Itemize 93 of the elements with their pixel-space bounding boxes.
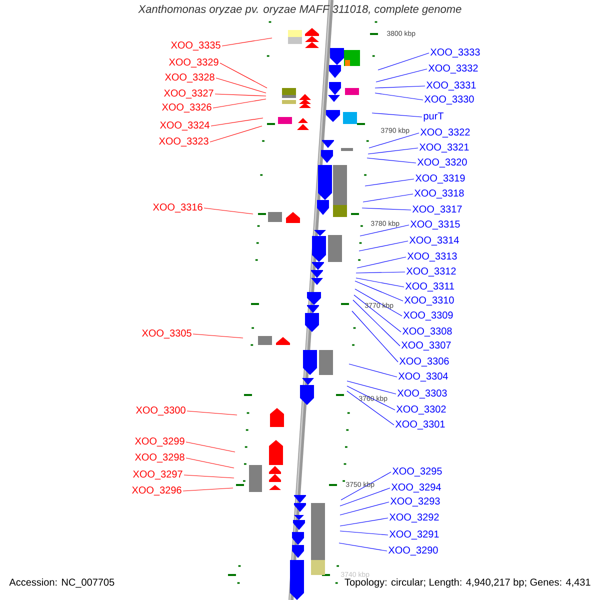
leader-line xyxy=(346,380,396,394)
leader-line xyxy=(354,280,404,302)
leader-line xyxy=(358,240,408,252)
leader-line xyxy=(216,78,266,94)
gene-label: XOO_3293 xyxy=(390,498,440,506)
leader-line xyxy=(346,386,396,410)
gene-label: XOO_3304 xyxy=(398,372,448,382)
leader-line xyxy=(356,278,404,288)
gene-label: XOO_3326 xyxy=(162,104,212,112)
leader-line xyxy=(368,148,418,154)
gene-label: XOO_3294 xyxy=(391,484,441,492)
gene-label: XOO_3292 xyxy=(389,514,439,522)
leader-line xyxy=(362,194,414,202)
footer-text: Topology: circular; Length: 4,940,217 bp; Genes: 4,431 xyxy=(344,578,590,588)
leader-line xyxy=(192,334,244,338)
gene-label: XOO_3316 xyxy=(152,204,202,212)
gene-label: XOO_3332 xyxy=(428,64,478,74)
leader-line xyxy=(184,474,234,478)
leader-line xyxy=(374,92,424,100)
leader-line xyxy=(376,68,428,82)
leader-line xyxy=(212,98,266,108)
gene-label: XOO_3303 xyxy=(397,390,447,398)
gene-label: XOO_3322 xyxy=(420,128,470,138)
leader-line xyxy=(186,458,234,468)
leader-line xyxy=(186,410,238,416)
footer-text: Accession: NC_007705 xyxy=(9,578,114,588)
gene-label: XOO_3291 xyxy=(389,530,439,540)
leader-line xyxy=(214,94,266,96)
gene-label: XOO_3305 xyxy=(142,330,192,338)
gene-label: XOO_3335 xyxy=(170,42,220,50)
gene-label: XOO_3333 xyxy=(430,48,480,58)
title: Xanthomonas oryzae pv. oryzae MAFF 311018, complete genome xyxy=(138,4,462,16)
leader-line xyxy=(378,52,430,70)
leader-line xyxy=(346,390,394,426)
leader-line xyxy=(340,472,392,500)
gene-label: XOO_3300 xyxy=(136,406,186,416)
gene-label: XOO_3306 xyxy=(399,358,449,366)
leader-line xyxy=(372,112,422,118)
gene-label: XOO_3308 xyxy=(402,328,452,336)
gene-label: purT xyxy=(424,112,444,122)
gene-label: XOO_3307 xyxy=(401,342,451,350)
leader-line xyxy=(186,442,236,452)
gene-label: XOO_3328 xyxy=(164,74,214,82)
leader-line xyxy=(348,364,398,378)
gene-label: XOO_3290 xyxy=(388,546,438,556)
leader-line xyxy=(352,300,400,346)
gene-label: XOO_3295 xyxy=(392,468,442,476)
gene-label: XOO_3321 xyxy=(419,144,469,152)
gene-label: XOO_3297 xyxy=(132,470,182,480)
leader-line xyxy=(356,256,406,268)
gene-label: XOO_3298 xyxy=(134,454,184,462)
leader-line xyxy=(340,502,390,516)
gene-label: XOO_3327 xyxy=(164,90,214,98)
leader-line xyxy=(362,208,412,210)
gene-label: XOO_3320 xyxy=(417,158,467,168)
gene-label: XOO_3324 xyxy=(160,122,210,130)
gene-label: XOO_3318 xyxy=(414,190,464,198)
leader-line xyxy=(220,62,268,88)
gene-label: XOO_3311 xyxy=(405,282,454,292)
leader-line xyxy=(340,530,388,536)
gene-label: XOO_3313 xyxy=(407,252,457,262)
leader-line xyxy=(204,208,254,214)
leader-line xyxy=(340,518,388,526)
gene-label: XOO_3310 xyxy=(404,296,454,306)
gene-label: XOO_3330 xyxy=(424,96,474,104)
leader-line xyxy=(338,542,388,552)
leader-line xyxy=(356,272,406,274)
leader-line xyxy=(182,488,234,492)
leader-line xyxy=(366,158,416,164)
gene-label: XOO_3329 xyxy=(168,58,218,68)
leader-line xyxy=(352,310,398,362)
gene-label: XOO_3296 xyxy=(132,486,182,496)
leader-line xyxy=(340,488,390,506)
gene-label: XOO_3331 xyxy=(426,82,476,90)
leader-line xyxy=(222,38,272,46)
gene-label: XOO_3301 xyxy=(395,420,445,430)
leader-line xyxy=(360,224,410,236)
gene-label: XOO_3299 xyxy=(134,438,184,446)
leader-line xyxy=(210,126,262,142)
gene-label: XOO_3302 xyxy=(396,406,446,414)
gene-label: XOO_3317 xyxy=(412,206,462,214)
gene-label: XOO_3315 xyxy=(410,220,460,230)
leader-line xyxy=(368,132,420,148)
gene-label: XOO_3314 xyxy=(409,236,459,246)
gene-label: XOO_3323 xyxy=(158,138,208,146)
leader-line xyxy=(354,294,402,332)
leader-line xyxy=(374,86,426,88)
leader-line xyxy=(210,118,264,126)
gene-label: XOO_3319 xyxy=(415,174,465,184)
gene-label: XOO_3312 xyxy=(406,268,456,276)
leader-line xyxy=(364,178,414,186)
leader-line xyxy=(354,288,402,316)
gene-label: XOO_3309 xyxy=(403,312,453,320)
